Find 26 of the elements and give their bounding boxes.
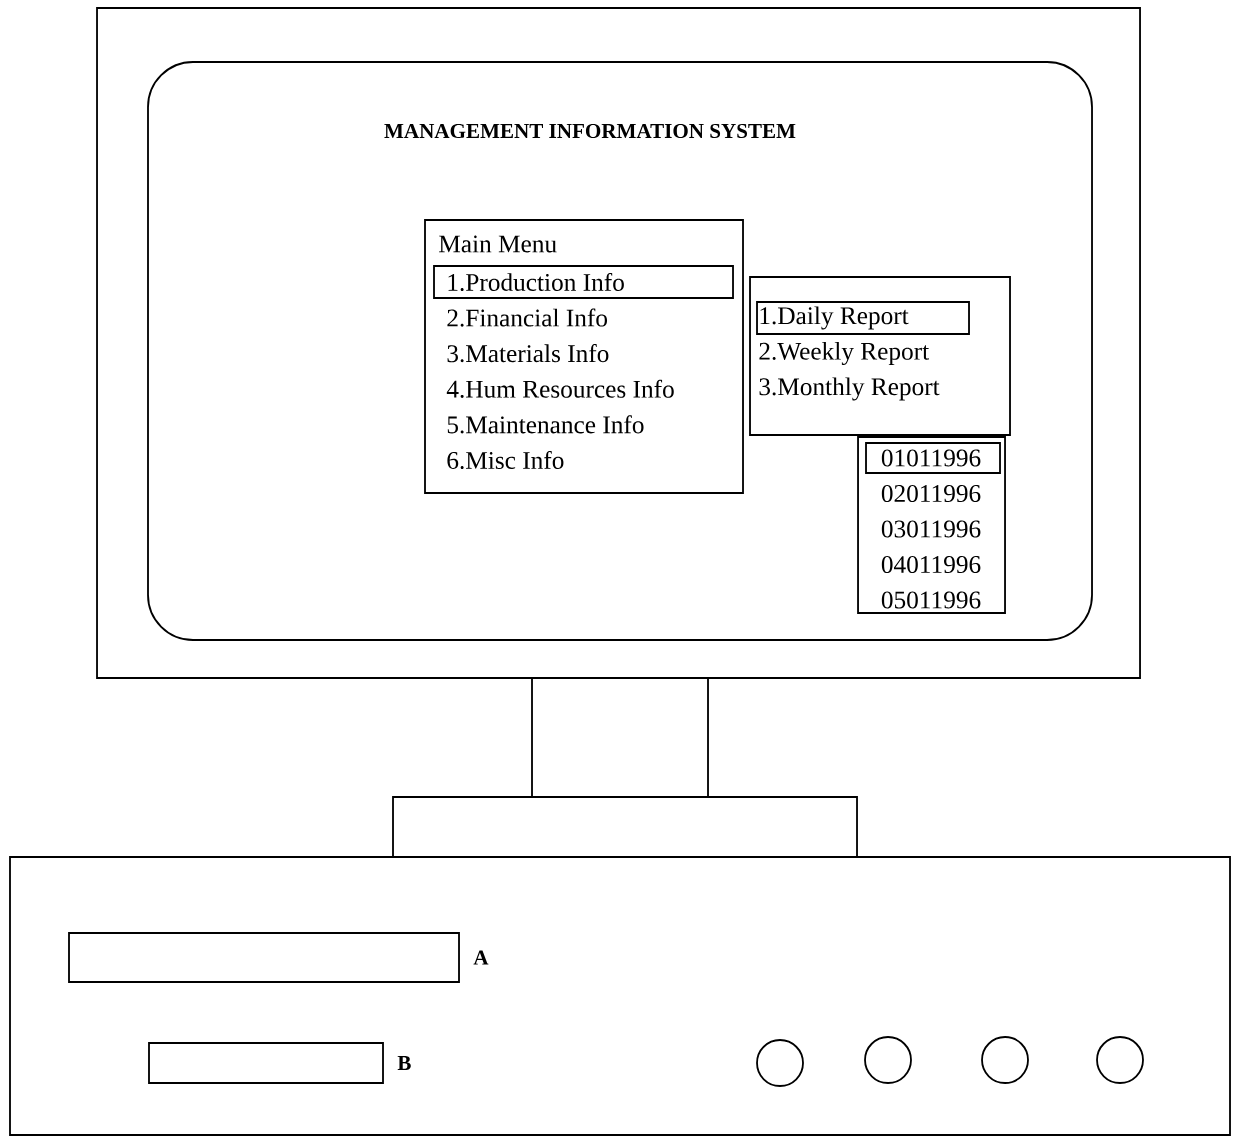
menu-item: 2.Financial Info — [447, 308, 607, 327]
date-item: 04011996 — [881, 556, 981, 574]
selected-date-item: 01011996 — [865, 442, 1001, 474]
date-item: 02011996 — [881, 485, 981, 503]
date-item: 05011996 — [881, 591, 981, 609]
menu-item: 2.Weekly Report — [759, 342, 929, 366]
menu-item: 3.Monthly Report — [759, 377, 940, 401]
selected-menu-item: 1.Production Info — [433, 265, 734, 299]
slot-label: B — [397, 1056, 411, 1070]
round-button — [864, 1036, 912, 1084]
stand-base — [392, 796, 858, 858]
date-item: 03011996 — [881, 520, 981, 538]
screen-title: MANAGEMENT INFORMATION SYSTEM — [384, 123, 796, 139]
menu-item: 6.Misc Info — [447, 450, 564, 470]
menu-item: 5.Maintenance Info — [447, 415, 644, 434]
round-button — [981, 1036, 1029, 1084]
monitor-stand — [531, 677, 709, 798]
round-button — [756, 1039, 804, 1087]
monitor-frame — [96, 7, 1141, 679]
round-button — [1096, 1036, 1144, 1084]
menu-item: 4.Hum Resources Info — [446, 379, 674, 398]
system-unit — [9, 856, 1231, 1136]
menu-item: 3.Materials Info — [447, 344, 609, 363]
slot-label: A — [473, 950, 489, 965]
selected-menu-item: 1.Daily Report — [756, 301, 970, 335]
menu-heading: Main Menu — [439, 235, 557, 253]
